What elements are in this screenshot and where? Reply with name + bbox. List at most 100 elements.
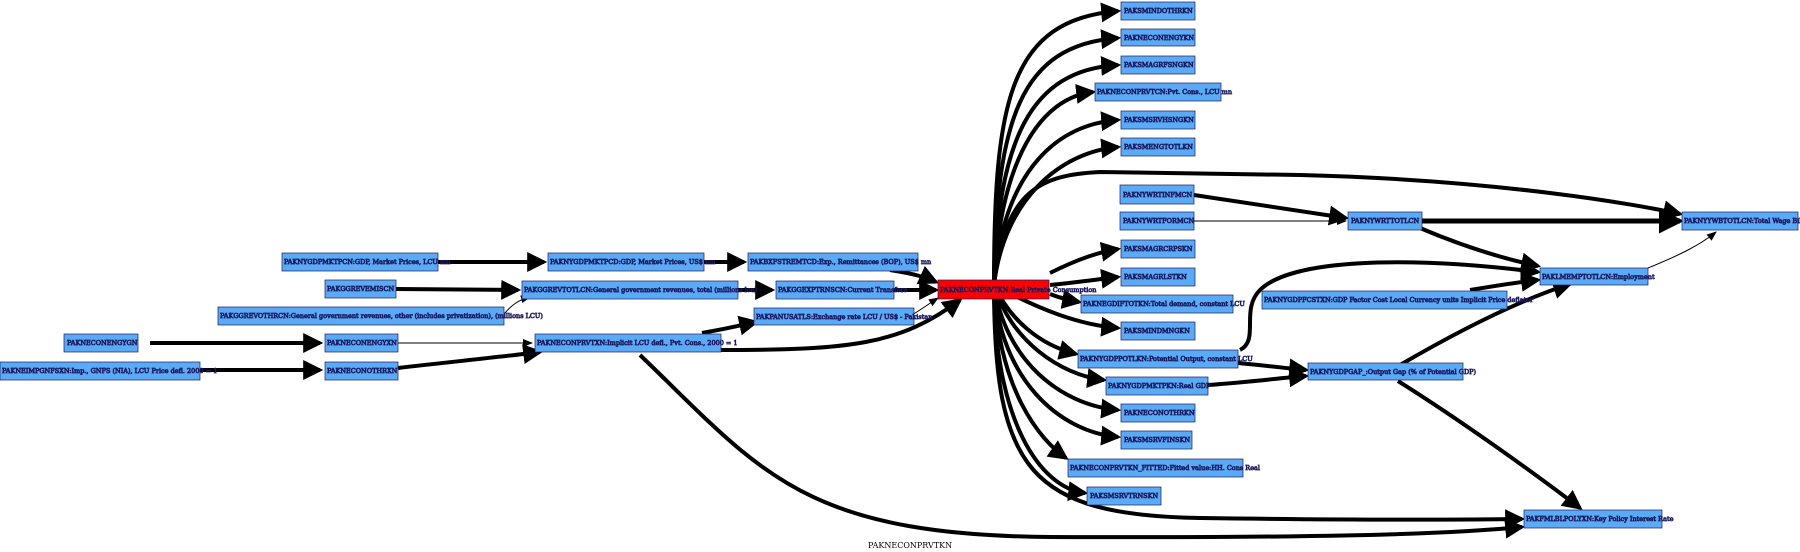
node-gdpusd: PAKNYGDPMKTPCD:GDP, Market Prices, US$ m…	[547, 252, 716, 272]
edge-center-to-wagebill	[992, 169, 1684, 286]
edge-prvtxn-to-panusatls	[701, 315, 760, 336]
node-smagrcrp: PAKSMAGRCRPSKN	[1120, 239, 1196, 259]
svg-text:PAKGGREVOTHRCN:General governm: PAKGGREVOTHRCN:General government revenu…	[220, 312, 543, 320]
node-empl: PAKLMEMPTOTLCN:Employment	[1539, 267, 1655, 286]
svg-text:PAKNECONOTHRKN: PAKNECONOTHRKN	[1124, 409, 1195, 417]
node-necon: PAKNECONENGYKN	[1120, 28, 1196, 47]
edge-empl-to-wagebill	[1647, 231, 1717, 269]
svg-text:PAKSMINDMNGKN: PAKSMINDMNGKN	[1124, 327, 1190, 335]
node-neconengyxn: PAKNECONENGYXN	[324, 333, 399, 353]
edge-nywrtinf-to-nywrttot	[1193, 193, 1350, 226]
svg-text:PAKNECONPRVTCN:Pvt. Cons., LCU: PAKNECONPRVTCN:Pvt. Cons., LCU mn	[1097, 88, 1232, 96]
svg-text:PAKNECONENGYKN: PAKNECONENGYKN	[1124, 34, 1194, 42]
node-smsrvtrn: PAKSMSRVTRNSKN	[1086, 486, 1162, 506]
svg-text:PAKNECONPRVTKN:Real Private Co: PAKNECONPRVTKN:Real Private Consumption	[940, 286, 1096, 294]
node-gdpreal: PAKNYGDPMKTPKN:Real GDP	[1105, 376, 1211, 396]
edge-outgap-to-policy	[1396, 379, 1583, 510]
edge-center-to-nedgdf	[1049, 289, 1083, 309]
node-mindoth: PAKSMINDOTHRKN	[1120, 1, 1196, 21]
svg-text:PAKBXFSTREMTCD:Exp., Remittanc: PAKBXFSTREMTCD:Exp., Remittances (BOP), …	[750, 258, 931, 266]
svg-text:PAKSMAGRCRPSKN: PAKSMAGRCRPSKN	[1124, 245, 1193, 253]
svg-text:PAKNYWRTFORMCN: PAKNYWRTFORMCN	[1123, 217, 1194, 225]
node-center: PAKNECONPRVTKN:Real Private Consumption	[937, 279, 1097, 300]
edge-center-to-fitted	[992, 284, 1069, 460]
node-smmindm: PAKSMINDMNGKN	[1120, 321, 1196, 341]
node-panusatls: PAKPANUSATLS:Exchange rate LCU / US$ - P…	[753, 307, 933, 326]
node-neconprvtcn: PAKNECONPRVTCN:Pvt. Cons., LCU mn	[1094, 82, 1232, 102]
svg-text:PAKNYYWBTOTLCN:Total Wage Bill: PAKNYYWBTOTLCN:Total Wage Bill	[1684, 217, 1800, 225]
svg-text:PAKNECONENGYGN: PAKNECONENGYGN	[67, 339, 138, 347]
svg-text:PAKNECONPRVTXN:Implicit LCU de: PAKNECONPRVTXN:Implicit LCU defl., Pvt. …	[537, 339, 738, 347]
svg-text:PAKNYGDPPOTLKN:Potential Outpu: PAKNYGDPPOTLKN:Potential Output, constan…	[1080, 355, 1253, 363]
svg-text:PAKNEGDIFTOTKN:Total demand, c: PAKNEGDIFTOTKN:Total demand, constant LC…	[1083, 300, 1245, 308]
node-gdpfcst: PAKNYGDPFCSTXN:GDP Factor Cost Local Cur…	[1261, 290, 1534, 310]
edge-gdppot-to-empl	[1238, 260, 1542, 352]
node-neconprvtxn: PAKNECONPRVTXN:Implicit LCU defl., Pvt. …	[534, 333, 738, 353]
edge-ggrevemis-to-ggrevtot	[395, 279, 522, 300]
svg-text:PAKNECONOTHRXN: PAKNECONOTHRXN	[327, 367, 398, 375]
edge-neconoth-to-prvtxn	[397, 344, 544, 370]
svg-text:PAKGGEXPTRNSCN:Current Transfe: PAKGGEXPTRNSCN:Current Transfers	[778, 286, 907, 294]
node-fitted: PAKNECONPRVTKN_FITTED:Fitted value:HH. C…	[1067, 458, 1260, 478]
node-policy: PAKFMLBLPOLYXN:Key Policy Interest Rate	[1523, 509, 1674, 529]
diagram-caption: PAKNECONPRVTKN	[868, 541, 952, 550]
node-smagrlvst: PAKSMAGRLSTKN	[1120, 267, 1196, 287]
node-ggrevemis: PAKGGREVEMISCN	[324, 279, 397, 299]
edge-center-to-gdpreal	[992, 284, 1108, 389]
svg-text:PAKSMINDOTHRKN: PAKSMINDOTHRKN	[1124, 7, 1193, 15]
node-remit: PAKBXFSTREMTCD:Exp., Remittances (BOP), …	[747, 252, 932, 272]
node-nedgdf: PAKNEGDIFTOTKN:Total demand, constant LC…	[1080, 294, 1246, 314]
node-smsrvfin: PAKSMSRVFINSKN	[1120, 430, 1193, 450]
svg-text:PAKSMSRVFINSKN: PAKSMSRVFINSKN	[1124, 436, 1190, 444]
edge-center-to-policy	[992, 284, 1526, 530]
node-ggexp: PAKGGEXPTRNSCN:Current Transfers	[775, 280, 907, 300]
svg-text:PAKSMAGRLSTKN: PAKSMAGRLSTKN	[1124, 273, 1187, 281]
node-ggrevoth: PAKGGREVOTHRCN:General government revenu…	[217, 306, 544, 326]
node-smagrf: PAKSMAGRFSNGKN	[1120, 55, 1196, 75]
edge-gdpreal-to-outgap	[1207, 367, 1310, 388]
svg-text:PAKNECONENGYXN: PAKNECONENGYXN	[327, 339, 397, 347]
node-nywrttot: PAKNYWRTTOTLCN	[1347, 211, 1423, 231]
edge-nywrttot-to-empl	[1419, 226, 1542, 273]
edge-center-to-neconprvtcn	[992, 83, 1097, 286]
edge-center-to-neconothkn	[992, 284, 1122, 419]
node-neconoth: PAKNECONOTHRXN	[324, 361, 399, 381]
edge-gdpfcst-to-empl	[1469, 271, 1542, 292]
node-neimp: PAKNEIMPGNFSXN:Imp., GNFS (NIA), LCU Pri…	[0, 361, 218, 381]
svg-text:PAKNYGDPFCSTXN:GDP Factor Cost: PAKNYGDPFCSTXN:GDP Factor Cost Local Cur…	[1264, 296, 1534, 304]
node-nywrtinf: PAKNYWRTINFMCN	[1119, 184, 1195, 205]
svg-text:PAKNYWRTINFMCN: PAKNYWRTINFMCN	[1123, 191, 1192, 199]
svg-text:PAKSMSRVTRNSKN: PAKSMSRVTRNSKN	[1090, 492, 1158, 500]
node-outgap: PAKNYGDPGAP_:Output Gap (% of Potential …	[1307, 362, 1477, 381]
node-smsrvh: PAKSMSRVHSNGKN	[1120, 110, 1196, 130]
svg-text:PAKNYGDPMKTPCD:GDP, Market Pri: PAKNYGDPMKTPCD:GDP, Market Prices, US$ m…	[550, 258, 715, 266]
edge-panusatls-to-center	[911, 297, 939, 316]
node-ggrevtot: PAKGGREVTOTLCN:General government revenu…	[521, 280, 758, 300]
edges	[150, 2, 1717, 540]
edge-center-to-necon	[992, 29, 1122, 286]
svg-text:PAKSMAGRFSNGKN: PAKSMAGRFSNGKN	[1124, 61, 1194, 69]
edge-neconprvtxn-to-center	[719, 298, 963, 352]
svg-text:PAKSMENGTOTLKN: PAKSMENGTOTLKN	[1124, 143, 1193, 151]
edge-remit-to-center	[889, 265, 939, 285]
node-smeng: PAKSMENGTOTLKN	[1120, 137, 1196, 157]
node-neconengygn: PAKNECONENGYGN	[63, 333, 139, 353]
edge-center-to-smagrlvst	[1049, 268, 1122, 289]
svg-text:PAKGGREVEMISCN: PAKGGREVEMISCN	[327, 285, 394, 293]
svg-text:PAKNYGDPMKTPKN:Real GDP: PAKNYGDPMKTPKN:Real GDP	[1108, 382, 1211, 390]
svg-text:PAKFMLBLPOLYXN:Key Policy Inte: PAKFMLBLPOLYXN:Key Policy Interest Rate	[1526, 515, 1674, 523]
svg-text:PAKGGREVTOTLCN:General governm: PAKGGREVTOTLCN:General government revenu…	[524, 286, 758, 294]
edge-prvtxn-to-policy	[638, 353, 1526, 540]
node-gdppot: PAKNYGDPPOTLKN:Potential Output, constan…	[1077, 349, 1254, 369]
edge-gdppot-to-outgap	[1237, 358, 1310, 379]
node-nywrtform: PAKNYWRTFORMCN	[1119, 211, 1195, 231]
svg-text:PAKNYGDPMKTPCN:GDP, Market Pri: PAKNYGDPMKTPCN:GDP, Market Prices, LCU m…	[284, 258, 450, 266]
node-gdpmkt: PAKNYGDPMKTPCN:GDP, Market Prices, LCU m…	[281, 252, 451, 272]
svg-text:PAKNYGDPGAP_:Output Gap (% of: PAKNYGDPGAP_:Output Gap (% of Potential …	[1310, 368, 1477, 376]
svg-text:PAKNEIMPGNFSXN:Imp., GNFS (NIA: PAKNEIMPGNFSXN:Imp., GNFS (NIA), LCU Pri…	[2, 367, 217, 375]
svg-text:PAKPANUSATLS:Exchange rate LCU: PAKPANUSATLS:Exchange rate LCU / US$ - P…	[756, 313, 932, 321]
svg-text:PAKLMEMPTOTLCN:Employment: PAKLMEMPTOTLCN:Employment	[1542, 273, 1655, 281]
edge-outgap-to-empl	[1398, 279, 1574, 367]
node-wagebill: PAKNYYWBTOTLCN:Total Wage Bill	[1681, 211, 1800, 231]
